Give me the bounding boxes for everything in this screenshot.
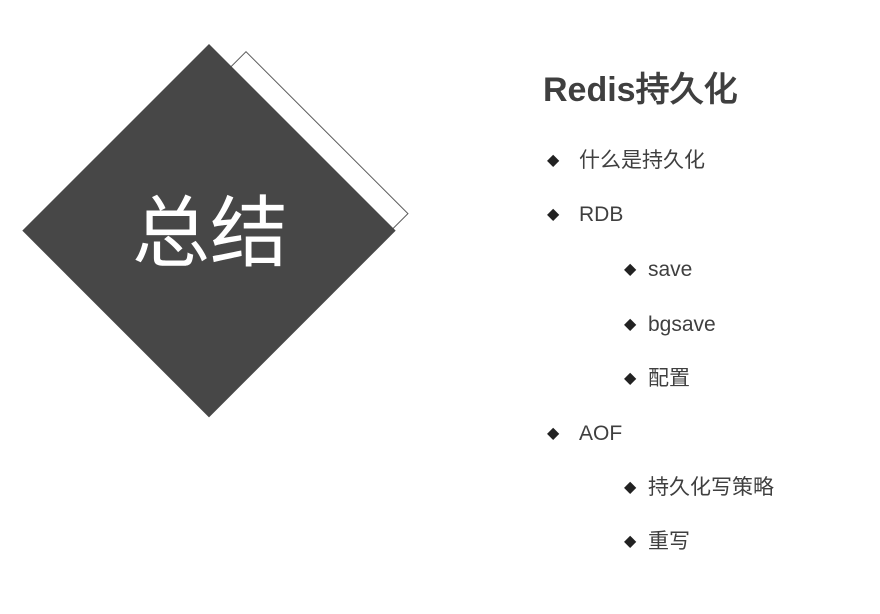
outline-subitem-config: ◆ 配置 (624, 364, 690, 394)
diamond-bullet-icon: ◆ (624, 533, 637, 550)
outline-item-what-is-persistence: ◆ 什么是持久化 (547, 146, 705, 176)
diamond-bullet-icon: ◆ (547, 425, 560, 442)
outline-subitem-rewrite: ◆ 重写 (624, 527, 690, 557)
diamond-bullet-icon: ◆ (624, 261, 637, 278)
diamond-bullet-icon: ◆ (547, 152, 560, 169)
outline-item-label: 配置 (648, 367, 690, 390)
diamond-bullet-icon: ◆ (624, 479, 637, 496)
diamond-bullet-icon: ◆ (624, 316, 637, 333)
outline-item-label: bgsave (648, 313, 716, 336)
diamond-bullet-icon: ◆ (624, 370, 637, 387)
outline-item-label: AOF (579, 422, 623, 445)
outline-subitem-bgsave: ◆ bgsave (624, 310, 716, 340)
slide-title: 总结 (131, 189, 288, 279)
outline-item-label: save (648, 258, 693, 281)
outline-subitem-save: ◆ save (624, 255, 692, 285)
outline-subitem-write-strategy: ◆ 持久化写策略 (624, 473, 774, 503)
outline-item-rdb: ◆ RDB (547, 200, 623, 230)
outline-item-label: 重写 (648, 530, 690, 553)
outline-item-label: RDB (579, 203, 624, 226)
outline-item-label: 持久化写策略 (648, 476, 774, 499)
diamond-bullet-icon: ◆ (547, 206, 560, 223)
outline-title: Redis持久化 (543, 71, 738, 109)
outline-item-aof: ◆ AOF (547, 419, 622, 449)
outline-item-label: 什么是持久化 (579, 149, 705, 172)
